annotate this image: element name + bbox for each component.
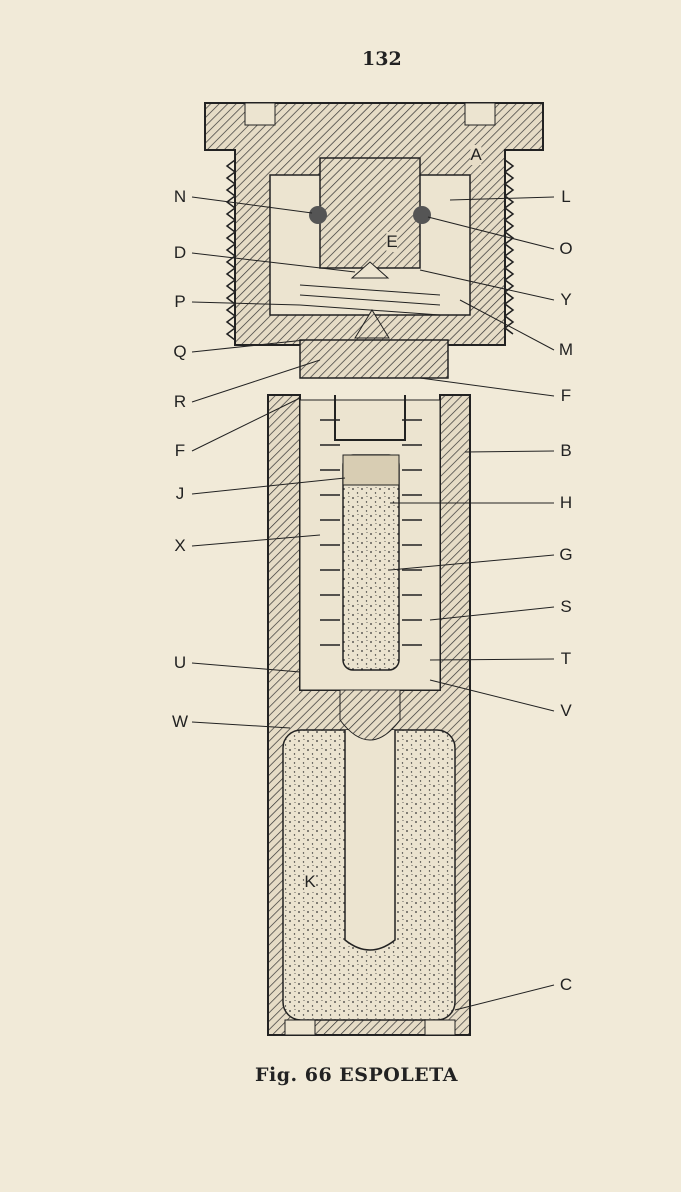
label-x: X [174,536,186,555]
label-g: G [559,545,573,564]
label-o: O [559,239,573,258]
threads [225,159,515,341]
fuse-head [204,102,544,346]
page-number: 132 [362,48,402,70]
label-r: R [173,392,187,411]
label-n: N [173,187,187,206]
label-t: T [560,649,572,668]
fuse-body [267,394,471,1036]
label-s: S [560,597,572,616]
label-u: U [173,653,187,672]
label-w: W [171,712,189,731]
label-v: V [560,701,572,720]
label-j: J [175,484,185,503]
label-d: D [173,243,187,262]
label-y: Y [560,290,572,309]
label-m: M [558,340,574,359]
label-f-left: F [174,441,186,460]
label-c: C [559,975,573,994]
figure-caption: Fig. 66 ESPOLETA [255,1064,459,1086]
label-q: Q [173,342,187,361]
label-b: B [560,441,572,460]
label-e: E [386,232,398,252]
label-f-right: F [560,386,572,405]
label-h: H [559,493,573,512]
label-p: P [174,292,186,311]
firing-assembly [299,309,449,379]
label-k: K [304,872,316,892]
label-a: A [470,145,482,165]
label-l: L [561,187,571,206]
leader-lines [191,196,555,1011]
